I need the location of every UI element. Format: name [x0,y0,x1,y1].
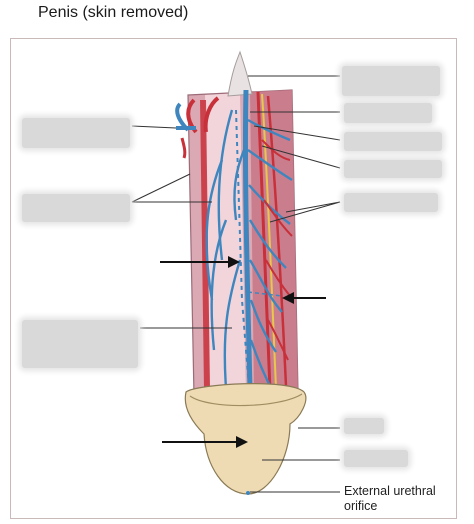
figure-frame [10,38,457,519]
label-mask-2 [344,103,432,123]
label-mask-1 [342,66,440,96]
label-mask-10 [344,450,408,467]
label-mask-9 [344,418,384,434]
label-external-urethral-orifice: External urethral orifice [344,484,436,514]
label-mask-6 [22,118,130,148]
label-mask-7 [22,194,130,222]
deep-fascia-strip [205,93,246,396]
label-line-2: orifice [344,499,378,513]
label-mask-5 [344,193,438,212]
suspensory-ligament [227,50,253,97]
urethra-dashed-cross [247,291,283,297]
glans [184,383,307,495]
right-vein-branches [247,118,293,387]
corona [189,393,303,407]
dorsal-vein [242,89,253,391]
label-mask-4 [344,160,442,178]
label-mask-8 [22,320,138,368]
leader-lines [131,75,341,493]
urethral-orifice-dot [246,491,250,495]
label-mask-3 [344,132,442,151]
pointer-arrows [160,256,326,448]
label-line-1: External urethral [344,484,436,498]
left-artery-stripe [200,100,210,390]
figure-title: Penis (skin removed) [38,4,189,21]
vessel-cut-ends [175,96,220,159]
left-vein-branches [205,109,246,389]
